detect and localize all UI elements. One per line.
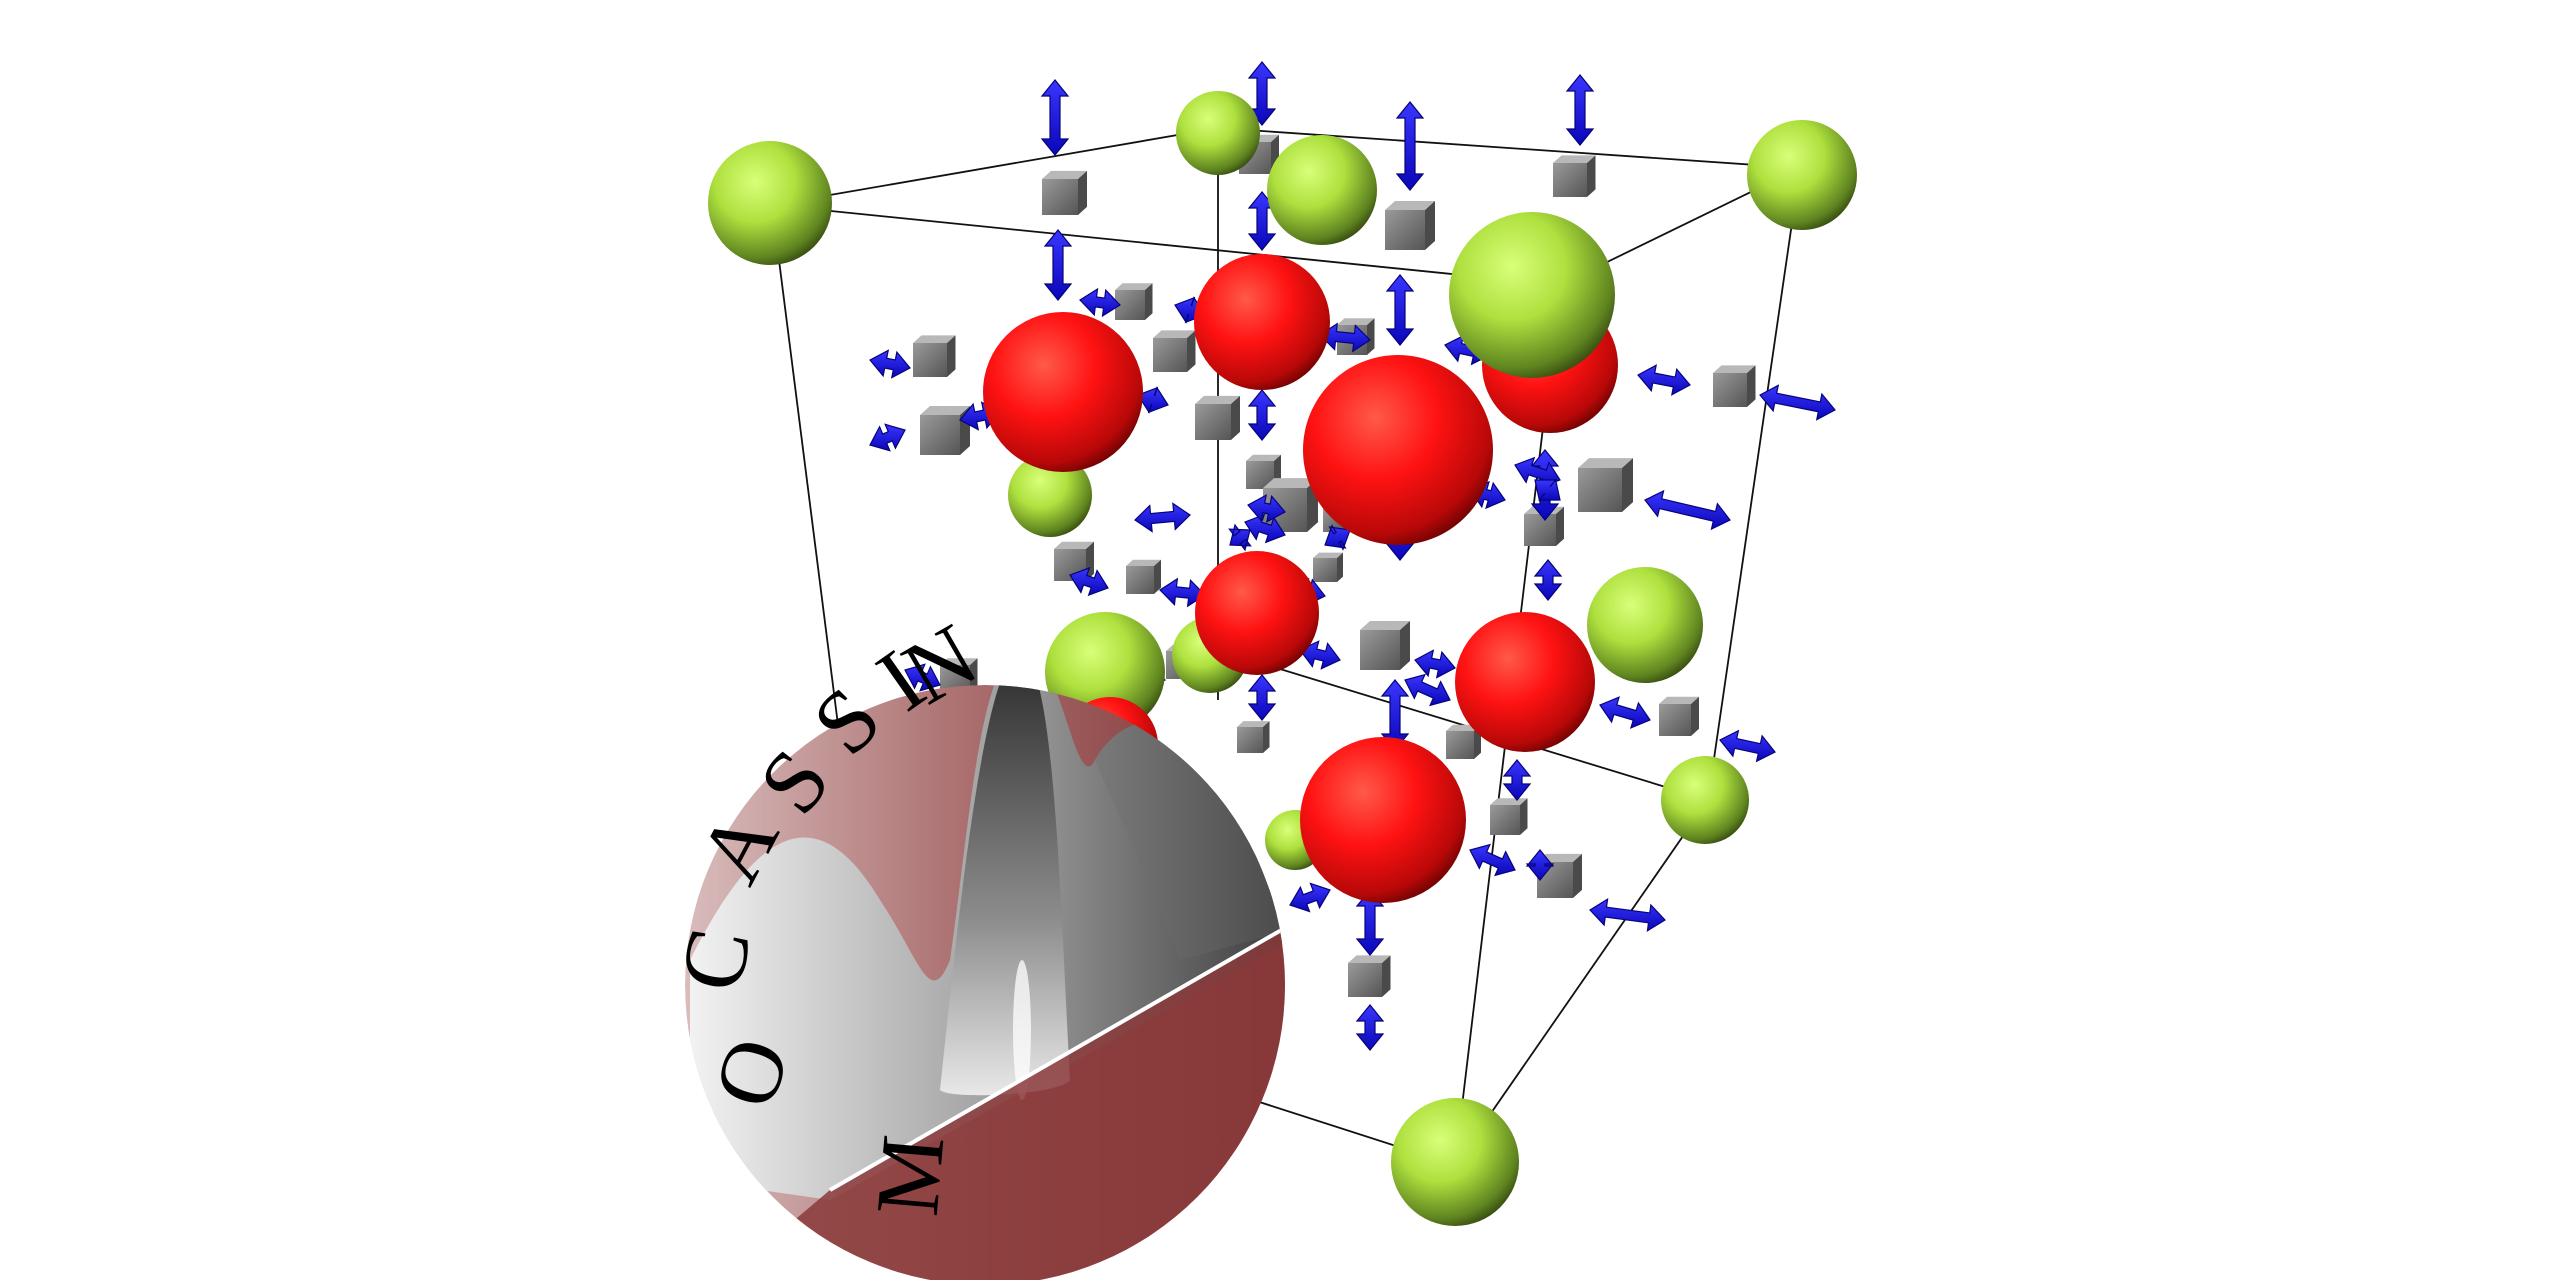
small-atom-cube-icon (1348, 955, 1391, 997)
small-atom-cube-icon (1385, 201, 1435, 250)
displacement-arrow-icon (1043, 229, 1073, 301)
small-atom-cube-icon (1237, 721, 1270, 753)
large-atom-sphere-icon (1391, 1098, 1519, 1226)
small-atom-cube-icon (1578, 458, 1633, 512)
displacement-arrow-icon (1228, 523, 1252, 552)
displacement-arrow-icon (1247, 494, 1286, 523)
large-atom-sphere-icon (1267, 135, 1377, 245)
small-atom-cube-icon (1360, 621, 1410, 670)
logo-letter: M (858, 1131, 964, 1219)
logo-surface-glow (1013, 960, 1031, 1100)
small-atom-cube-icon (1659, 696, 1699, 736)
small-atom-cube-icon (1263, 478, 1318, 532)
small-atom-cube-icon (1713, 365, 1756, 407)
large-atom-sphere-icon (708, 141, 832, 265)
displacement-arrow-icon (1134, 502, 1191, 533)
displacement-arrow-icon (1759, 384, 1836, 421)
large-atom-sphere-icon (1176, 91, 1260, 175)
displacement-arrow-icon (1719, 729, 1776, 763)
displacement-arrow-icon (904, 663, 941, 692)
logo-disc-lower-half (700, 925, 1285, 1280)
displacement-arrow-icon (1404, 673, 1451, 707)
displacement-arrow-icon (869, 423, 906, 452)
logo-surface-right-peak (1095, 721, 1285, 960)
displacement-arrow-icon (1525, 849, 1555, 881)
small-atom-cube-icon (920, 406, 970, 455)
displacement-arrow-icon (1069, 566, 1109, 597)
small-atom-cube-icon (1490, 798, 1528, 835)
logo-surface-central-peak (940, 685, 1070, 1096)
displacement-arrow-icon (1289, 882, 1331, 913)
small-atom-cube-icon (1195, 395, 1240, 440)
small-atom-cube-icon (1153, 330, 1196, 372)
displacement-arrow-icon (1247, 674, 1277, 721)
small-atom-cube-icon (1115, 283, 1153, 320)
displacement-arrow-icon (1137, 386, 1169, 414)
displacement-arrow-icon (1247, 191, 1277, 251)
displacement-arrow-icon (1599, 696, 1651, 729)
medium-atom-sphere-icon (1455, 612, 1595, 752)
displacement-arrow-icon (1644, 489, 1731, 531)
small-atom-cube-icon (1042, 170, 1087, 215)
displacement-arrow-icon (1040, 79, 1070, 156)
small-atom-cube-icon (913, 335, 956, 377)
displacement-arrow-icon (1079, 287, 1121, 318)
displacement-arrow-icon (1469, 843, 1516, 877)
large-atom-sphere-icon (1449, 212, 1615, 378)
displacement-arrow-icon (1589, 898, 1666, 932)
displacement-arrow-icon (1319, 322, 1371, 353)
medium-atom-sphere-icon (1195, 551, 1319, 675)
displacement-arrow-icon (1385, 274, 1415, 346)
large-atom-sphere-icon (1747, 120, 1857, 230)
medium-atom-sphere-icon (983, 312, 1143, 472)
displacement-arrow-icon (1355, 889, 1385, 956)
small-atom-cube-icon (1313, 552, 1343, 582)
displacement-arrow-icon (1533, 559, 1563, 601)
displacement-arrow-icon (1244, 513, 1286, 544)
large-atom-sphere-icon (1661, 756, 1749, 844)
small-atom-cube-icon (1337, 318, 1375, 355)
displacement-arrow-icon (1299, 640, 1341, 670)
large-atom-sphere-icon (1587, 567, 1703, 683)
displacement-arrow-icon (1247, 389, 1277, 441)
displacement-arrow-icon (1414, 649, 1456, 679)
displacement-arrow-icon (1534, 478, 1561, 502)
displacement-arrow-icon (1502, 759, 1532, 801)
displacement-arrow-icon (1637, 364, 1691, 396)
medium-atom-sphere-icon (1194, 254, 1330, 390)
medium-atom-sphere-icon (1303, 355, 1493, 545)
small-atom-cube-icon (1126, 559, 1161, 594)
displacement-arrow-icon (1355, 1004, 1385, 1051)
medium-atom-sphere-icon (1300, 737, 1466, 903)
displacement-arrow-icon (1247, 61, 1277, 126)
large-atom-sphere-icon (1008, 453, 1092, 537)
displacement-arrow-icon (869, 349, 911, 379)
displacement-arrow-icon (1565, 74, 1595, 146)
displacement-arrow-icon (1395, 101, 1425, 191)
small-atom-cube-icon (1553, 155, 1596, 197)
